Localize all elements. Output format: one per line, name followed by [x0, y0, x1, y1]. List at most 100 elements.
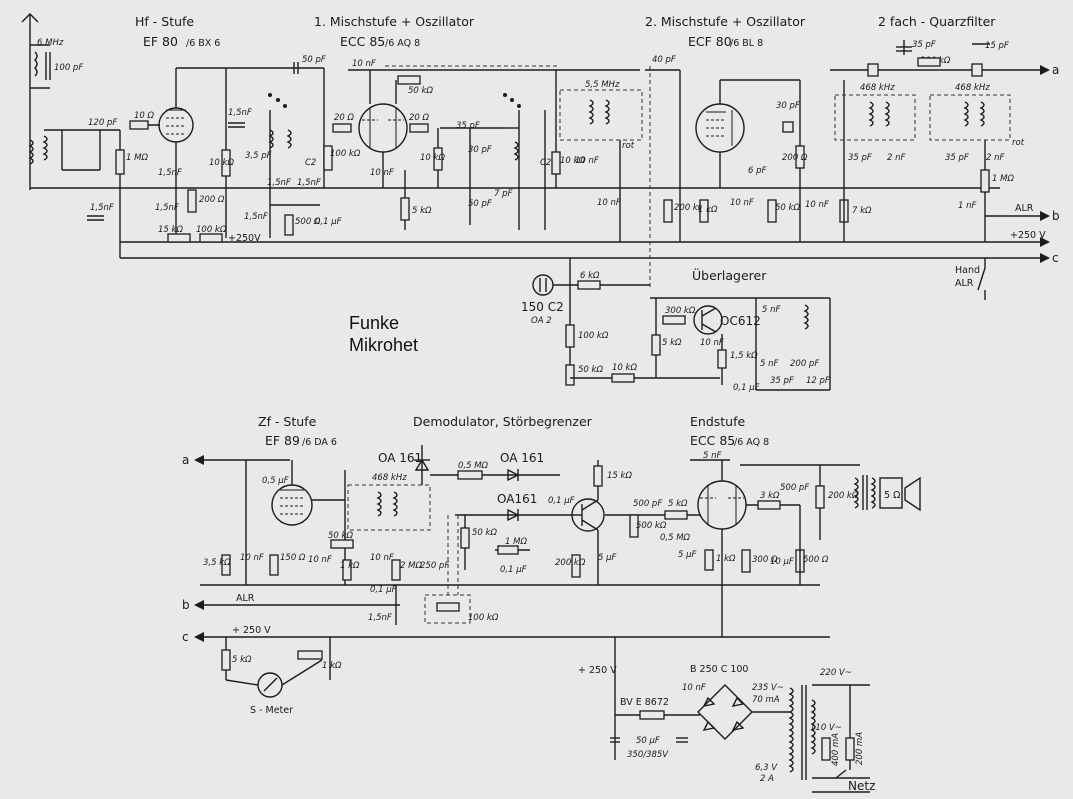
mix2-200k-label: 200 kΩ	[674, 203, 705, 213]
hf-screen-res-label: 10 kΩ	[209, 158, 234, 168]
mix1-55mhz-label: 5,5 MHz	[585, 80, 620, 90]
end-500-label: 500 Ω	[803, 555, 829, 565]
antenna-input: 6 MHz 100 pF 120 pF	[21, 13, 120, 190]
mix2-40pf-label: 40 pF	[652, 55, 676, 65]
mix1-10nf-label: 10 nF	[352, 59, 376, 69]
mix1-30pf-label: 30 pF	[468, 145, 492, 155]
alr-label-lower: ALR	[236, 593, 255, 604]
mains-label: Netz	[848, 779, 875, 793]
diode-oa161-c-label: OA161	[497, 492, 537, 506]
demod-01uf-b-label: 0,1 µF	[548, 496, 575, 506]
fuse-400ma-label: 400 mA	[831, 733, 841, 766]
mix2-tube: 30 pF 200 Ω 6 pF 200 kΩ 1 kΩ 10 nF 50 kΩ…	[663, 70, 872, 242]
hf-feed-res-label: 100 kΩ	[196, 225, 227, 235]
psu-50uf-label: 50 µF	[636, 736, 660, 746]
mix2-7k-label: 7 kΩ	[852, 206, 872, 216]
zf-stage-tube-alt: /6 DA 6	[302, 437, 337, 448]
zf-stage-title: Zf - Stufe EF 89 /6 DA 6	[258, 414, 337, 448]
end-3k-label: 3 kΩ	[760, 491, 780, 501]
demod-01uf-a-label: 0,1 µF	[500, 565, 527, 575]
mix2-10k-label: 10 kΩ	[560, 156, 585, 166]
mix1-10k-label: 10 kΩ	[420, 153, 445, 163]
mix2-10nf-d-label: 10 nF	[805, 200, 829, 210]
brand-line-2: Mikrohet	[349, 335, 419, 355]
zf-250pf-label: 250 pF	[420, 561, 449, 571]
supply-250-lower: + 250 V	[232, 625, 271, 636]
zf-stage-tube: EF 89	[265, 433, 300, 448]
hand-alr-label: ALR	[955, 278, 974, 289]
stabilizer-section: 150 C2 OA 2 6 kΩ 100 kΩ 50 kΩ 10 kΩ	[521, 258, 720, 386]
output-transformer: 5 Ω	[853, 475, 921, 512]
quartz-15pf-label: 15 pF	[985, 41, 1009, 51]
hf-anode-cap-label: 1,5nF	[228, 108, 252, 118]
mix2-10nf-c-label: 10 nF	[730, 198, 754, 208]
oc612-label: OC612	[720, 314, 761, 328]
end-5nf-label: 5 nF	[703, 451, 721, 461]
supply-250-hf: +250V	[228, 233, 261, 244]
alr-label-upper: ALR	[1015, 203, 1034, 214]
fuse-200ma-label: 200 mA	[855, 732, 865, 765]
ueberlagerer-heading: Überlagerer	[692, 267, 767, 283]
mix2-50k-label: 50 kΩ	[775, 203, 800, 213]
quartz-35pf-b-label: 35 pF	[848, 153, 872, 163]
end-500k-label: 500 kΩ	[636, 521, 667, 531]
osc-300k-label: 300 kΩ	[665, 306, 696, 316]
smeter-1k-label: 1 kΩ	[322, 661, 342, 671]
osc-5nf-a-label: 5 nF	[762, 305, 780, 315]
quartz-35pf-c-label: 35 pF	[945, 153, 969, 163]
s-meter: 5 kΩ S - Meter 1 kΩ	[221, 637, 342, 716]
demod-15k-label: 15 kΩ	[607, 471, 632, 481]
mix2-stage-heading: 2. Mischstufe + Oszillator	[645, 14, 806, 29]
osc-15k-label: 1,5 kΩ	[730, 351, 758, 361]
mix1-35pf-label: 35 pF	[456, 121, 480, 131]
end-5k-label: 5 kΩ	[668, 499, 688, 509]
end-500pf-b-label: 500 pF	[780, 483, 809, 493]
zf-15nf-label: 1,5nF	[368, 613, 392, 623]
power-supply: + 250 V BV E 8672 10 nF 50 µF 350/385V B…	[578, 637, 875, 793]
brand-line-1: Funke	[349, 313, 400, 333]
antenna-freq-label: 6 MHz	[37, 38, 64, 48]
mix1-stage-tube-alt: /6 AQ 8	[385, 38, 420, 49]
osc-35pf-label: 35 pF	[770, 376, 794, 386]
osc-5k-label: 5 kΩ	[662, 338, 682, 348]
osc-200pf-label: 200 pF	[790, 359, 819, 369]
end-stage-title: Endstufe ECC 85 /6 AQ 8	[690, 414, 769, 448]
hf-couple-cap-label: 50 pF	[302, 55, 326, 65]
osc-50k-label: 50 kΩ	[578, 365, 603, 375]
smeter-label: S - Meter	[250, 705, 293, 716]
hf-stage-tube-alt: /6 BX 6	[186, 38, 220, 49]
upper-rails: a b c ALR +250 V +250V	[30, 63, 1060, 265]
mix1-tube: 10 nF 50 kΩ 20 Ω 20 Ω 100 kΩ 10 nF 5 kΩ …	[323, 59, 551, 230]
hf-stage-heading: Hf - Stufe	[135, 14, 194, 29]
band-switch-1: 3,5 pF C2 1,5nF 1,5nF 1,5nF 500 Ω 0,1 µF	[244, 93, 342, 238]
zf-tube: 0,5 µF 3,5 kΩ 10 nF 150 Ω 10 nF 50 kΩ 1 …	[203, 460, 449, 625]
zf-35k-label: 3,5 kΩ	[203, 558, 231, 568]
zf-10nf-c-label: 10 nF	[370, 553, 394, 563]
lower-rails: a b ALR c + 250 V	[182, 453, 830, 644]
osc-6k-label: 6 kΩ	[580, 271, 600, 281]
demod-50k-label: 50 kΩ	[472, 528, 497, 538]
mix2-stage-title: 2. Mischstufe + Oszillator ECF 80 /6 BL …	[645, 14, 806, 49]
quartz-filter-heading: 2 fach - Quarzfilter	[878, 14, 996, 29]
mix1-5k-label: 5 kΩ	[412, 206, 432, 216]
demod-5uf-label: 5 µF	[598, 553, 617, 563]
osc-01uf-label: 0,1 µF	[733, 383, 760, 393]
mix2-stage-tube-alt: /6 BL 8	[730, 38, 763, 49]
quartz-468-b-label: 468 kHz	[955, 83, 990, 93]
osc-12pf-label: 12 pF	[806, 376, 830, 386]
mix2-30pf-label: 30 pF	[776, 101, 800, 111]
end-10uf-label: 10 µF	[770, 557, 794, 567]
hf-stage-title: Hf - Stufe EF 80 /6 BX 6	[135, 14, 220, 49]
mix1-500-res-label: 500 Ω	[295, 217, 321, 227]
mix2-10nf-a-label: 10 nF	[575, 156, 599, 166]
tap-70ma-label: 70 mA	[752, 695, 780, 705]
diode-oa161-b-label: OA 161	[500, 451, 544, 465]
supply-250-upper: +250 V	[1010, 230, 1046, 241]
hf-cap3-label: 1,5nF	[90, 203, 114, 213]
hand-alr-switch: Hand ALR	[955, 258, 986, 300]
terminal-a-lower: a	[182, 453, 189, 467]
smeter-5k-label: 5 kΩ	[232, 655, 252, 665]
mix1-grid-res-label: 20 Ω	[334, 113, 355, 123]
